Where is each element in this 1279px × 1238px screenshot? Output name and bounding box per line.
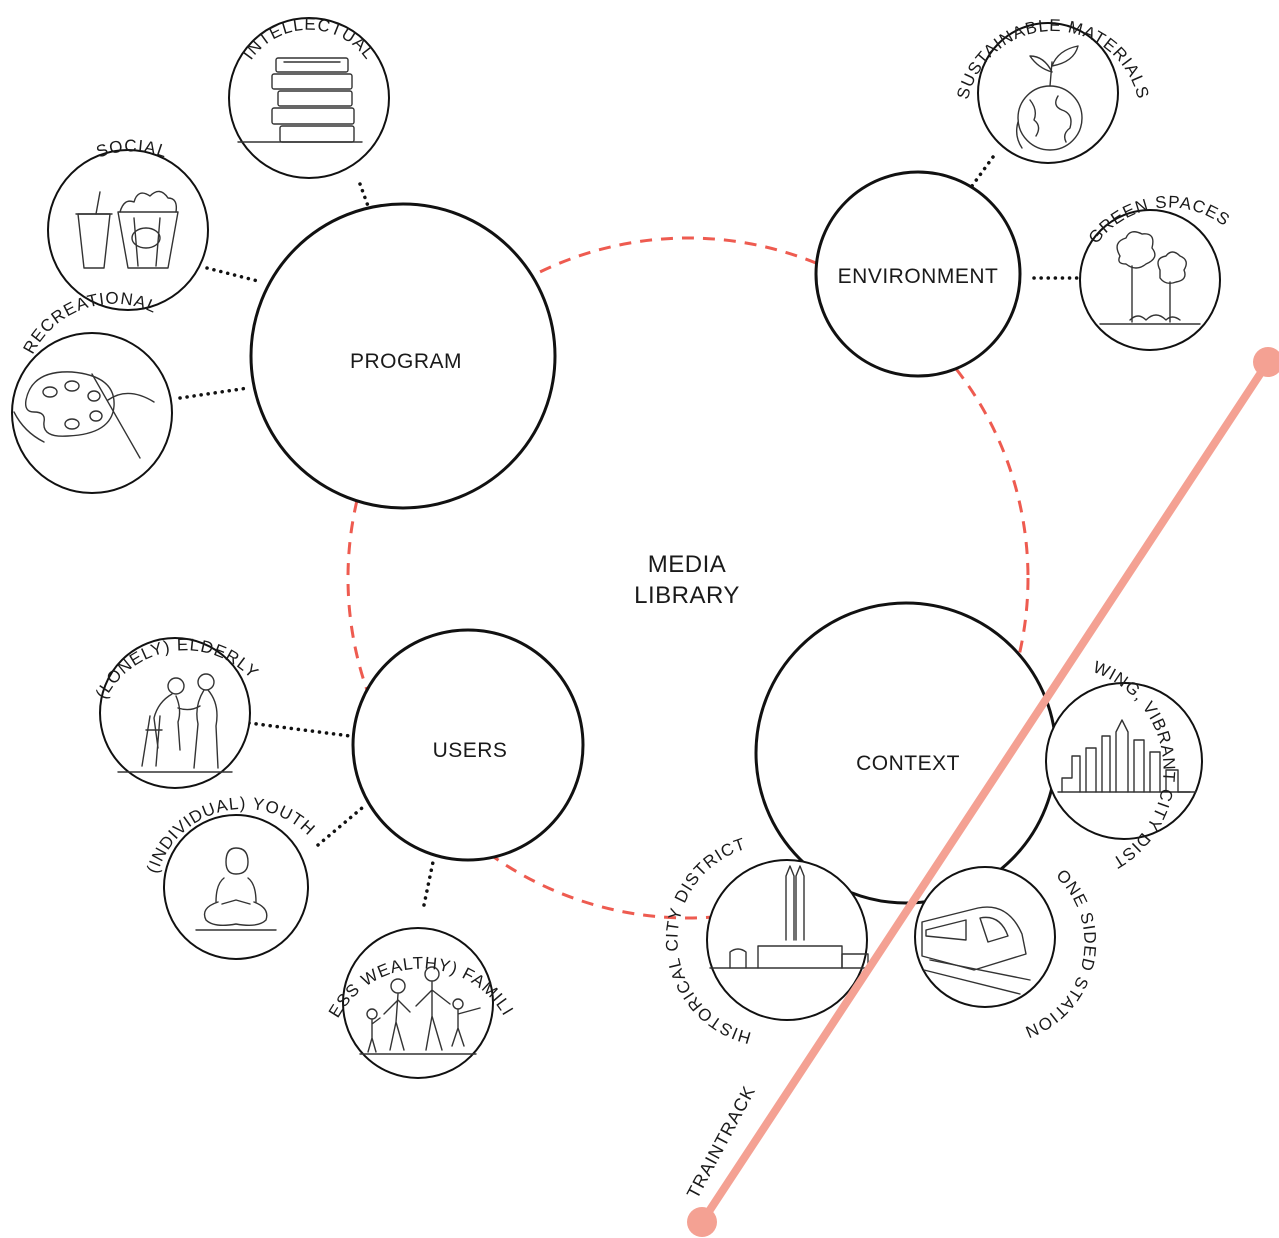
city-skyline-icon [1057,719,1197,793]
satellite-recreational[interactable]: RECREATIONAL [11,289,173,494]
node-program[interactable]: PROGRAM [249,202,557,510]
satellite-sustainable-materials[interactable]: SUSTAINABLE MATERIALS [953,16,1153,164]
satellite-youth[interactable]: (INDIVIDUAL) YOUTH [143,794,319,960]
satellite-green-spaces[interactable]: GREEN SPACES [1079,192,1234,351]
node-program-label: PROGRAM [350,350,462,373]
elderly-walker-icon [117,673,233,773]
track-start-dot [687,1207,717,1237]
media-library-ring [346,236,1030,920]
node-context[interactable]: CONTEXT [754,601,1058,905]
node-environment[interactable]: ENVIRONMENT [814,170,1022,378]
node-users[interactable]: USERS [351,628,585,862]
center-label: MEDIA LIBRARY [634,551,740,609]
family-walking-icon [359,966,481,1055]
reading-youth-icon [195,847,277,931]
dotted-connectors [178,155,1080,907]
paint-palette-icon [13,371,155,459]
globe-sprout-icon [1015,45,1083,151]
popcorn-drink-icon [75,190,179,269]
node-environment-label: ENVIRONMENT [838,265,999,288]
node-context-label: CONTEXT [856,752,960,775]
satellite-intellectual[interactable]: INTELLECTUAL [228,15,390,179]
center-label-line1: MEDIA [648,551,727,578]
church-towers-icon [709,865,869,969]
track-label: TRAINTRACK [683,1082,759,1202]
satellite-social[interactable]: SOCIAL [47,136,209,311]
train-icon [921,906,1031,995]
node-users-label: USERS [433,739,508,762]
track-end-dot [1253,347,1279,377]
center-label-line2: LIBRARY [634,582,740,609]
trees-icon [1099,231,1201,325]
books-stack-icon [237,57,363,143]
satellite-station[interactable]: ONE SIDED STATION [914,866,1100,1042]
satellite-elderly[interactable]: (LONELY) ELDERLY [92,635,263,789]
